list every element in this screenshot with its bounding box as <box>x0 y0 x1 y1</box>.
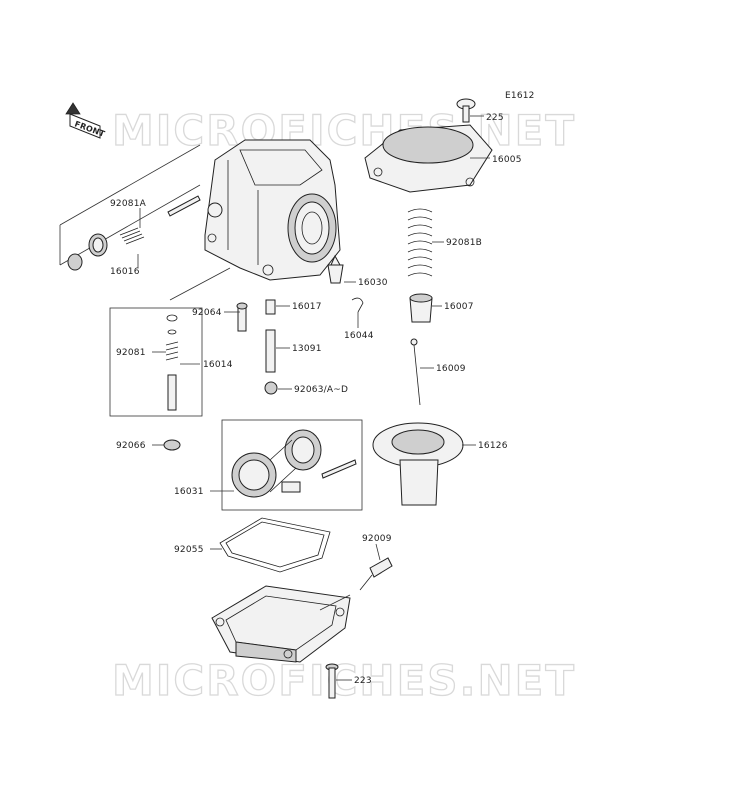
part-16005-cover <box>364 124 493 193</box>
part-92081A-spring <box>119 227 145 245</box>
part-labels: 225 16005 92081A 16016 92081B 16030 9206… <box>110 113 522 686</box>
part-92066-cap <box>163 439 181 451</box>
part-16007-holder <box>409 293 433 323</box>
front-arrow-icon: FRONT <box>65 102 106 139</box>
label-16044: 16044 <box>344 331 374 341</box>
part-16016-plug <box>67 233 108 271</box>
part-16017-jet <box>265 299 276 315</box>
label-92066: 92066 <box>116 441 146 451</box>
label-16031: 16031 <box>174 487 204 497</box>
part-16126-diaphragm <box>372 422 464 506</box>
watermark-top: MICROFICHES.NET <box>112 106 576 155</box>
label-16016: 16016 <box>110 267 140 277</box>
part-16044-clip <box>351 297 364 313</box>
label-225: 225 <box>486 113 504 123</box>
label-92081A: 92081A <box>110 199 147 209</box>
carburetor-body <box>204 139 341 281</box>
label-13091: 13091 <box>292 344 322 354</box>
part-92055-gasket <box>219 517 331 573</box>
label-92009: 92009 <box>362 534 392 544</box>
label-16030: 16030 <box>358 278 388 288</box>
part-16030-needle <box>327 254 344 284</box>
box-16014 <box>109 307 203 417</box>
part-16031-throttle <box>231 429 357 498</box>
leader-lines <box>137 115 490 681</box>
label-92063: 92063/A~D <box>294 385 348 395</box>
part-92081B-spring <box>407 208 433 277</box>
part-16009-jet-needle <box>410 338 421 406</box>
part-225-screw <box>456 98 476 123</box>
part-float-bowl <box>211 585 351 663</box>
label-16126: 16126 <box>478 441 508 451</box>
part-92063-main-jet <box>264 381 278 395</box>
part-92064-screw <box>236 302 248 332</box>
part-13091-needle-jet <box>265 329 276 373</box>
label-92064: 92064 <box>192 308 222 318</box>
label-16017: 16017 <box>292 302 322 312</box>
label-16009: 16009 <box>436 364 466 374</box>
part-92009-drain-screw <box>359 557 393 591</box>
part-pilot-screw <box>167 195 201 217</box>
label-16014: 16014 <box>203 360 233 370</box>
label-92081: 92081 <box>116 348 146 358</box>
label-16005: 16005 <box>492 155 522 165</box>
part-223-screw <box>325 663 339 699</box>
part-16014-parts <box>165 314 179 411</box>
box-16031 <box>221 419 363 511</box>
label-92055: 92055 <box>174 545 204 555</box>
label-16007: 16007 <box>444 302 474 312</box>
label-223: 223 <box>354 676 372 686</box>
label-92081B: 92081B <box>446 238 482 248</box>
diagram-code: E1612 <box>505 91 535 101</box>
watermark-bottom: MICROFICHES.NET <box>112 656 576 705</box>
